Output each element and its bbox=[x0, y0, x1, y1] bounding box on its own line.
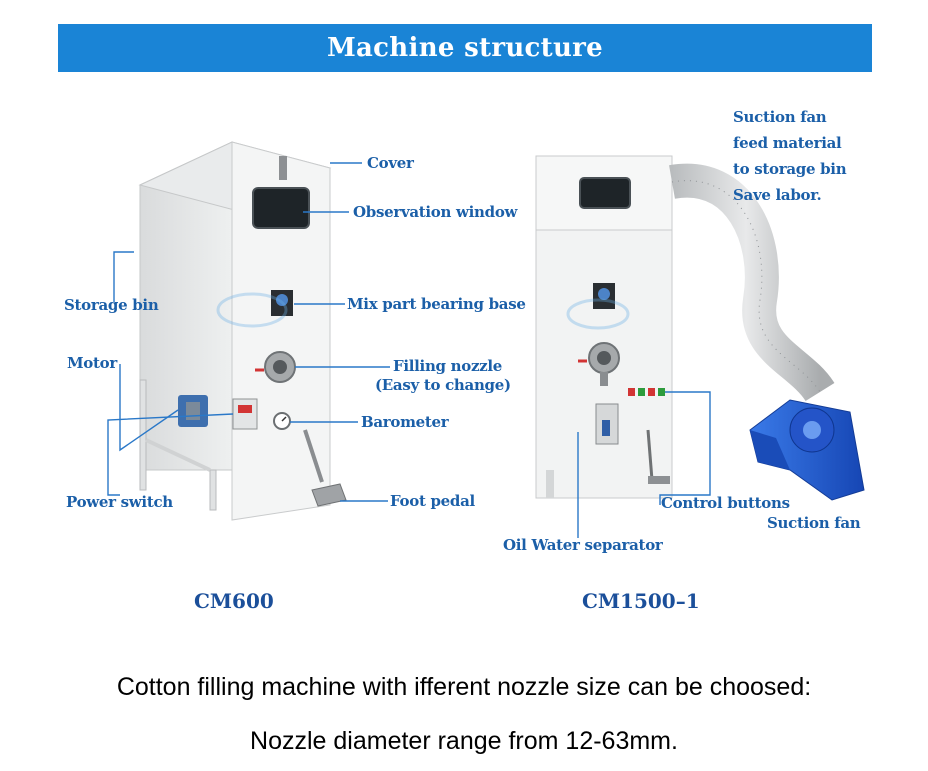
label-observation-window: Observation window bbox=[353, 203, 518, 221]
caption-line-1: Cotton filling machine with ifferent noz… bbox=[116, 673, 812, 701]
label-motor: Motor bbox=[67, 354, 117, 372]
label-suction-note-4: Save labor. bbox=[733, 186, 822, 204]
observation-window bbox=[252, 187, 310, 229]
page-title: Machine structure bbox=[326, 33, 604, 63]
cm600-machine bbox=[138, 141, 347, 521]
label-suction-note-2: feed material bbox=[733, 134, 842, 152]
foot-pedal bbox=[311, 483, 347, 507]
label-suction-fan: Suction fan bbox=[767, 514, 861, 532]
label-foot-pedal: Foot pedal bbox=[390, 492, 475, 510]
label-mix-part: Mix part bearing base bbox=[347, 295, 526, 313]
cover-handle bbox=[279, 156, 287, 180]
label-filling-nozzle: Filling nozzle bbox=[393, 357, 503, 375]
caption-line-2: Nozzle diameter range from 12-63mm. bbox=[250, 727, 678, 755]
cm1500-machine bbox=[535, 155, 865, 501]
label-cover: Cover bbox=[367, 154, 414, 172]
title-banner: Machine structure bbox=[58, 24, 872, 72]
model-cm1500: CM1500–1 bbox=[582, 589, 700, 613]
label-oil-water-separator: Oil Water separator bbox=[503, 536, 663, 554]
label-storage-bin: Storage bin bbox=[64, 296, 159, 314]
label-power-switch: Power switch bbox=[66, 493, 173, 511]
suction-pipe bbox=[669, 163, 835, 402]
control-buttons bbox=[628, 388, 665, 396]
suction-fan bbox=[749, 399, 865, 501]
leader-lines bbox=[107, 162, 711, 538]
label-filling-nozzle-note: (Easy to change) bbox=[375, 376, 511, 394]
watermark-logo bbox=[216, 292, 630, 330]
label-suction-note-1: Suction fan bbox=[733, 108, 827, 126]
label-suction-note-3: to storage bin bbox=[733, 160, 847, 178]
label-control-buttons: Control buttons bbox=[661, 494, 790, 512]
label-barometer: Barometer bbox=[361, 413, 449, 431]
model-cm600: CM600 bbox=[194, 589, 274, 613]
